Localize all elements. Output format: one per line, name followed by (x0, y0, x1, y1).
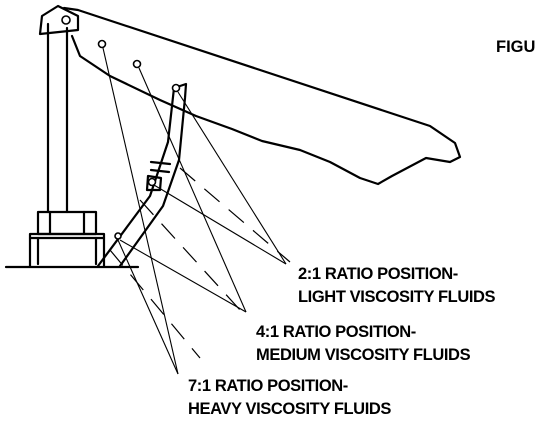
leader-4-1-b (119, 239, 247, 313)
callout-7-1-line2: HEAVY VISCOSITY FLUIDS (188, 400, 391, 418)
hole-7-1 (97, 39, 107, 49)
figure-title: FIGU (496, 38, 535, 56)
leader-2-1-a (177, 91, 287, 265)
link-bar-lower (145, 174, 163, 192)
link-lower-hole (147, 177, 157, 187)
hole-2-1 (171, 83, 181, 93)
leader-7-1-a (102, 47, 179, 375)
callout-2-1-line2: LIGHT VISCOSITY FLUIDS (298, 288, 496, 306)
callout-2-1-line1: 2:1 RATIO POSITION- (298, 265, 458, 283)
vertical-post (46, 22, 69, 214)
callout-4-1-line2: MEDIUM VISCOSITY FLUIDS (256, 346, 471, 364)
swing-line-1 (179, 167, 291, 263)
callout-7-1: 7:1 RATIO POSITION- HEAVY VISCOSITY FLUI… (188, 377, 392, 418)
callout-2-1: 2:1 RATIO POSITION- LIGHT VISCOSITY FLUI… (298, 265, 496, 306)
callout-4-1-line1: 4:1 RATIO POSITION- (256, 323, 416, 341)
base-body (28, 236, 106, 268)
pivot-block (38, 4, 80, 36)
leader-2-1-b (153, 184, 287, 265)
swing-line-3 (109, 249, 201, 359)
leader-4-1-a (138, 67, 247, 313)
pump-handle (62, 6, 462, 186)
link-bar-slot (149, 160, 172, 174)
callout-7-1-line1: 7:1 RATIO POSITION- (188, 377, 348, 395)
leader-7-1-b (117, 239, 179, 375)
link-bar (96, 82, 188, 268)
top-pivot-hole (61, 15, 71, 25)
hole-4-1 (132, 59, 142, 69)
swing-line-2 (139, 199, 241, 311)
link-base-hole (114, 232, 122, 240)
callout-4-1: 4:1 RATIO POSITION- MEDIUM VISCOSITY FLU… (256, 323, 471, 364)
base-nut (28, 210, 106, 240)
